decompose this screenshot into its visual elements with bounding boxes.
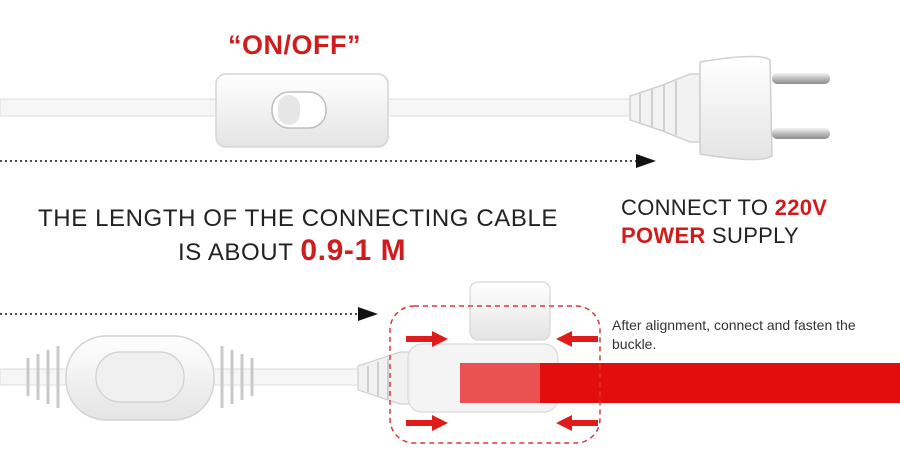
length-value: 0.9-1 M [300, 234, 407, 267]
power-word: POWER [621, 223, 706, 248]
on-off-title: “ON/OFF” [228, 30, 361, 61]
arrow-right-icon [0, 154, 656, 168]
voltage-value: 220V [774, 195, 828, 220]
length-line-1: THE LENGTH OF THE CONNECTING CABLE [38, 205, 559, 232]
length-prefix: IS ABOUT [178, 239, 301, 266]
length-line-2: IS ABOUT 0.9-1 M [178, 235, 558, 269]
connector-assembly [357, 281, 900, 444]
connector-note: After alignment, connect and fasten the … [612, 317, 856, 352]
plug-caption: CONNECT TO 220V POWER SUPPLY [621, 194, 861, 250]
on-off-label: “ON/OFF” [228, 30, 361, 60]
connect-prefix: CONNECT TO [621, 195, 775, 220]
eu-plug-icon [629, 55, 830, 161]
supply-word: SUPPLY [705, 223, 800, 248]
controller-housing [26, 335, 254, 421]
arrow-right-icon [0, 307, 378, 321]
rocker-switch-icon [215, 73, 389, 148]
cable-length-caption: THE LENGTH OF THE CONNECTING CABLE IS AB… [38, 203, 558, 269]
inward-arrow-icon [406, 331, 598, 431]
